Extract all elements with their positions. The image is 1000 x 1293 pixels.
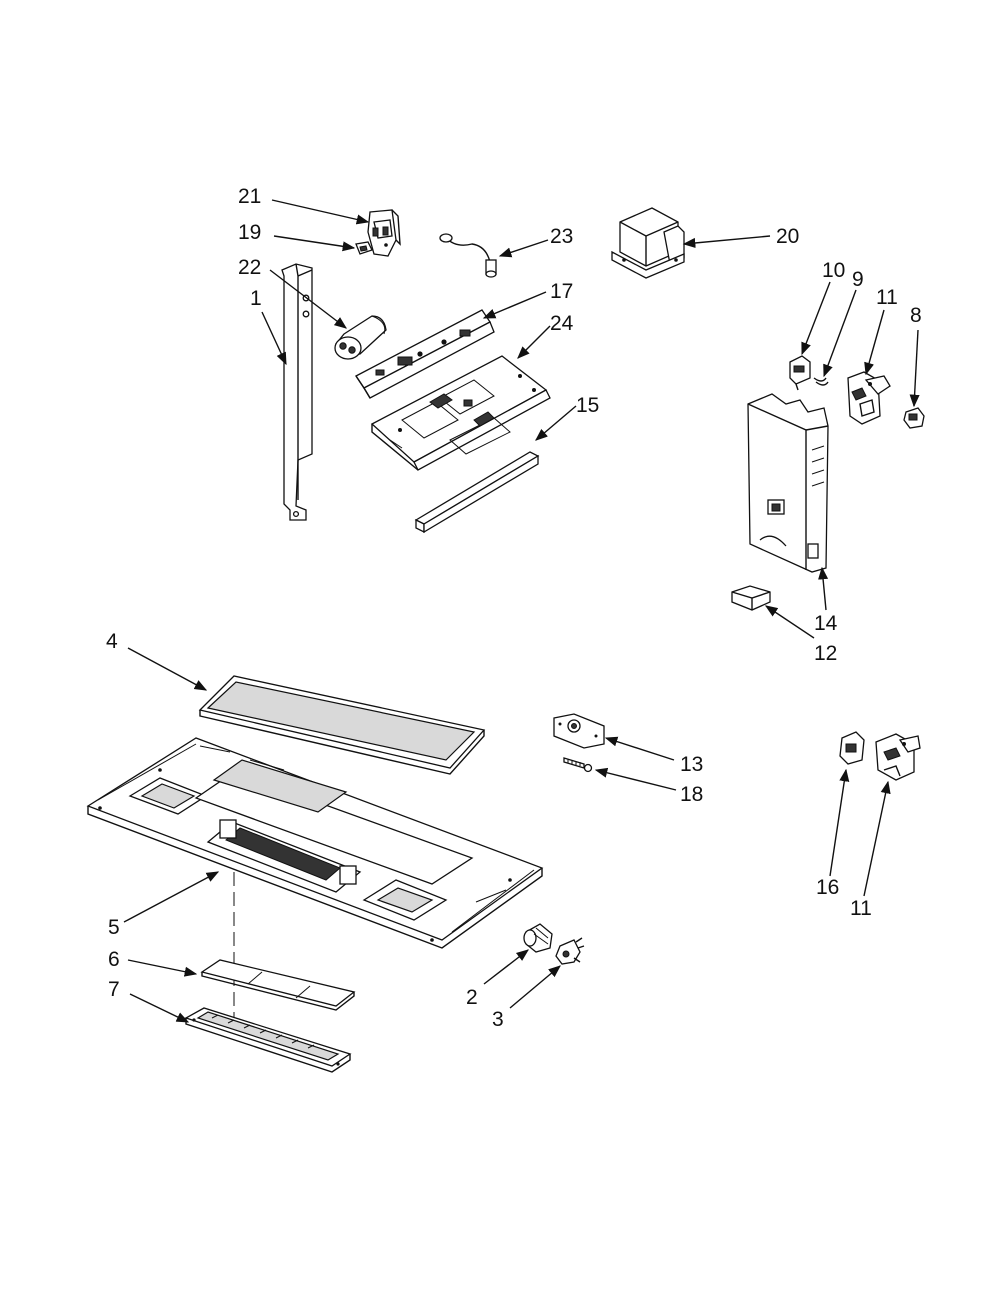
callout-14: 14 — [814, 612, 838, 635]
callout-4: 4 — [106, 630, 118, 653]
callout-12: 12 — [814, 642, 837, 665]
part-7-grille-tray — [184, 1007, 352, 1073]
callout-19: 19 — [238, 221, 261, 244]
callout-1: 1 — [250, 287, 262, 310]
part-10-switch — [789, 355, 811, 391]
part-22-capacitor — [334, 315, 387, 360]
callout-labels: 21 19 22 1 23 17 24 15 20 10 9 11 8 14 1… — [106, 185, 922, 1031]
part-16-switch — [839, 731, 865, 765]
part-1-bracket — [281, 263, 313, 521]
callout-21: 21 — [238, 185, 261, 208]
part-15-strip — [414, 451, 540, 534]
part-11-switch-holder-upper — [847, 371, 891, 425]
callout-9: 9 — [852, 268, 864, 291]
part-19-clip — [355, 241, 373, 255]
part-9-lever — [813, 377, 829, 386]
callout-3: 3 — [492, 1008, 504, 1031]
callout-18: 18 — [680, 783, 703, 806]
part-18-screw — [563, 757, 593, 773]
part-17-bracket — [355, 309, 495, 399]
leader-arrows — [123, 199, 920, 1023]
part-5-bottom-plate — [86, 737, 544, 1032]
part-20-transformer — [611, 207, 685, 279]
part-11-switch-holder-lower — [875, 733, 921, 781]
callout-10: 10 — [822, 259, 845, 282]
callout-2: 2 — [466, 986, 478, 1009]
callout-11-lower: 11 — [850, 897, 872, 920]
callout-15: 15 — [576, 394, 599, 417]
callout-5: 5 — [108, 916, 120, 939]
part-24-chassis-plate — [370, 355, 551, 471]
part-14-cover — [747, 393, 829, 573]
callout-22: 22 — [238, 256, 261, 279]
callout-20: 20 — [776, 225, 799, 248]
part-23-thermal-fuse — [439, 233, 497, 278]
part-2-socket — [523, 923, 553, 953]
callout-8: 8 — [910, 304, 922, 327]
callout-13: 13 — [680, 753, 703, 776]
callout-7: 7 — [108, 978, 120, 1001]
callout-24: 24 — [550, 312, 574, 335]
part-12-block — [731, 585, 771, 611]
part-4-filter-panel — [198, 675, 486, 775]
callout-23: 23 — [550, 225, 573, 248]
part-8-switch — [903, 407, 925, 429]
part-3-lamp — [555, 937, 585, 965]
part-6-filter-pad — [200, 959, 356, 1011]
callout-17: 17 — [550, 280, 573, 303]
part-21-bracket — [367, 209, 401, 257]
callout-16: 16 — [816, 876, 839, 899]
callout-11-upper: 11 — [876, 286, 898, 309]
callout-6: 6 — [108, 948, 120, 971]
part-13-bracket — [553, 713, 605, 749]
